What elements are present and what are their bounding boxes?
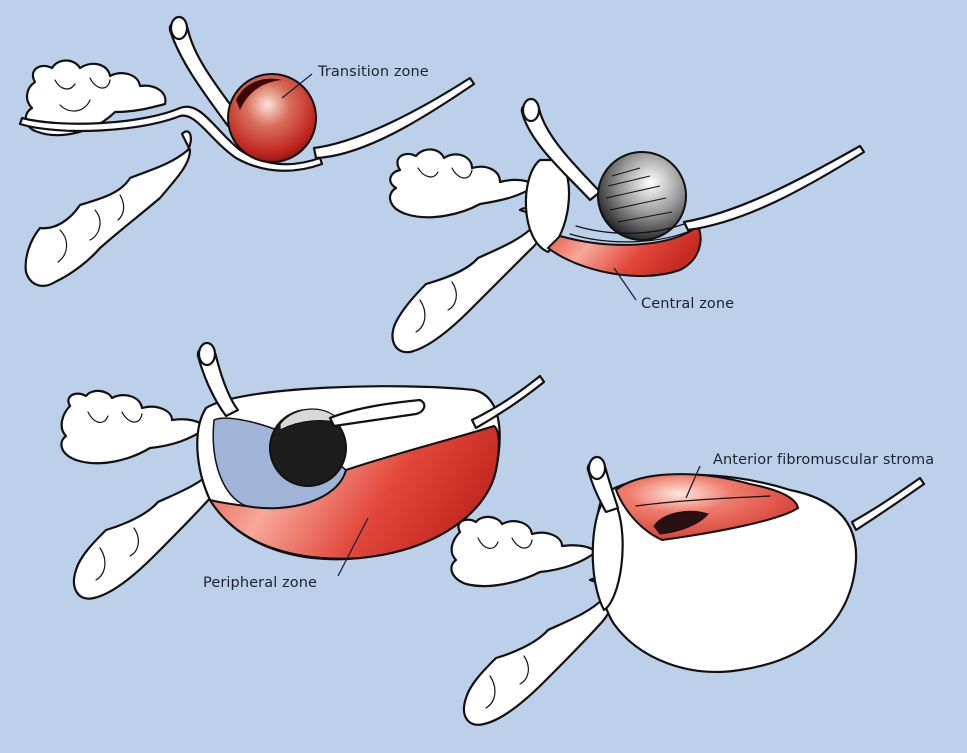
peripheral-zone-leader: [337, 517, 369, 577]
ejaculatory-duct: [328, 398, 426, 428]
urethra-stump-end: [521, 97, 541, 123]
ampulla: [462, 577, 613, 726]
seminal-vesicle: [388, 148, 537, 219]
ampulla: [72, 449, 223, 600]
central-zone-shape: [546, 224, 702, 277]
urethra-stump-end: [587, 455, 607, 481]
distal-urethra: [470, 374, 546, 430]
distal-urethra: [682, 144, 866, 232]
panel-anterior-fibromuscular-stroma: [450, 455, 926, 726]
central-zone-leader: [613, 267, 637, 301]
label-transition-zone: Transition zone: [318, 64, 429, 80]
seminal-vesicle: [60, 389, 208, 465]
label-peripheral-zone: Peripheral zone: [203, 575, 318, 591]
panel-central-zone: [388, 97, 866, 354]
stroma-leader: [685, 465, 701, 499]
transition-zone-shape: [227, 73, 317, 163]
peripheral-zone-shape: [207, 424, 500, 560]
transition-zone-outline: [597, 151, 687, 241]
bladder-neck-disc: [591, 498, 624, 612]
urethra-stump-end: [169, 15, 189, 41]
label-anterior-fibromuscular-stroma: Anterior fibromuscular stroma: [713, 452, 935, 468]
seminal-vesicle: [450, 515, 598, 588]
ampulla: [391, 207, 543, 354]
distal-urethra: [850, 476, 926, 532]
urethra-stump-end: [197, 341, 217, 367]
panel-peripheral-zone: [60, 341, 546, 600]
transition-zone-leader: [281, 73, 313, 99]
distal-urethra: [312, 76, 476, 160]
panel-transition-zone: [18, 15, 476, 287]
ampulla: [24, 130, 192, 287]
label-central-zone: Central zone: [641, 296, 735, 312]
